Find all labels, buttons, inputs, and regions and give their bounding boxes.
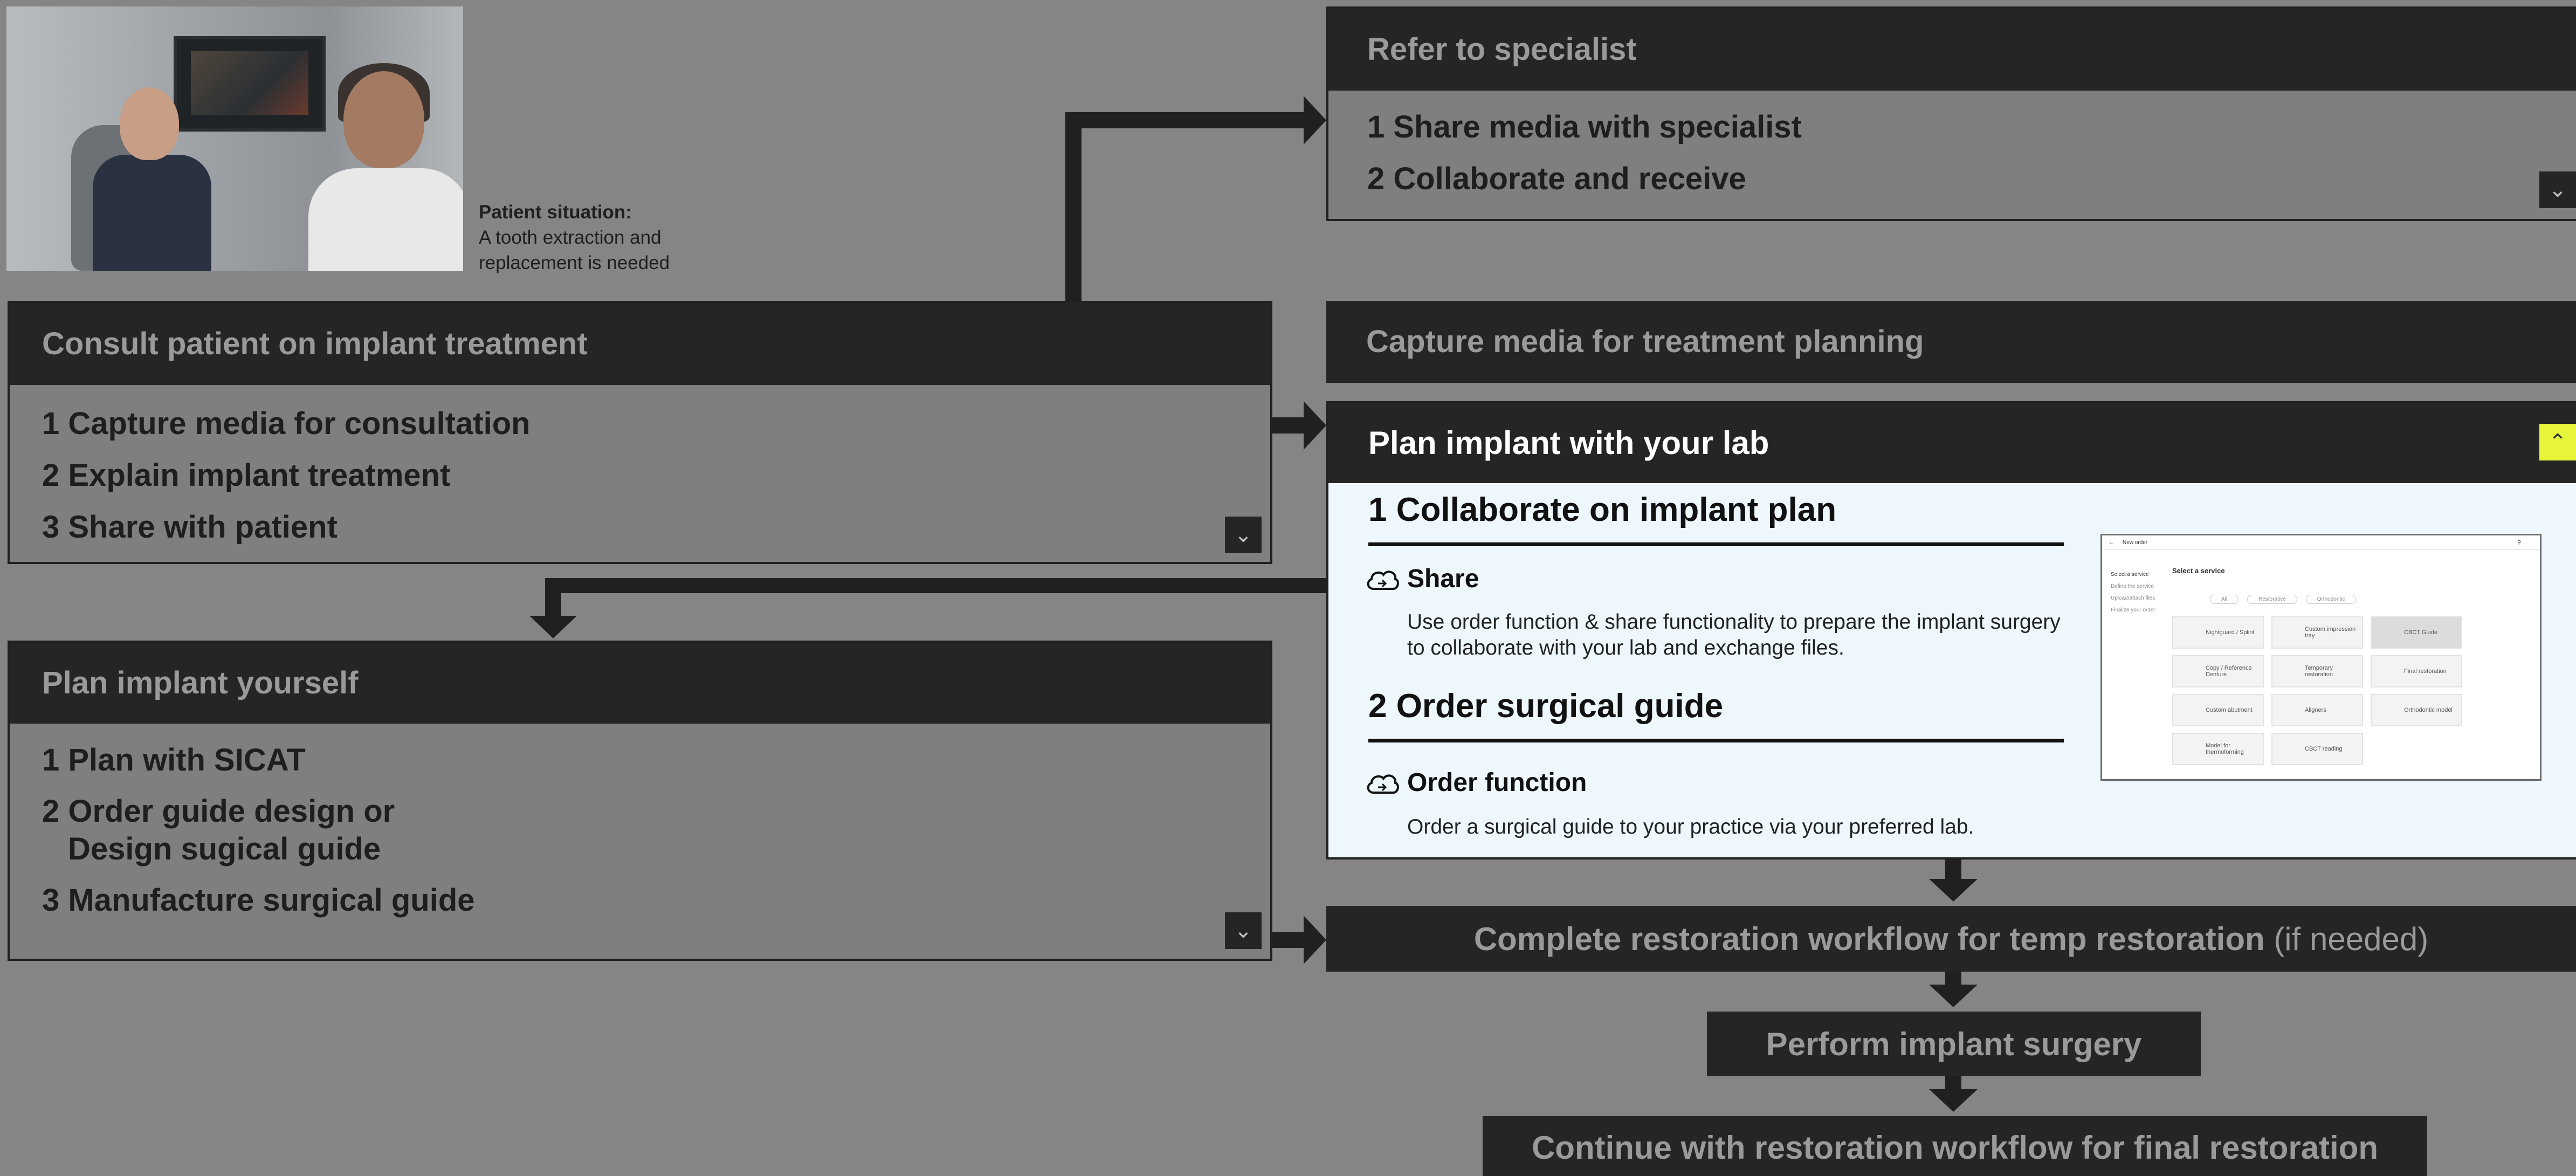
chevron-up-icon[interactable]: ⌃	[2539, 424, 2576, 460]
patient-situation-label: Patient situation:	[479, 202, 632, 223]
arrow-to-restoration-temp	[1304, 916, 1326, 964]
chevron-down-icon[interactable]: ⌄	[1225, 912, 1262, 949]
service-card[interactable]: Temporary restoration	[2271, 655, 2363, 687]
plan-lab-section-1: 1 Collaborate on implant plan	[1368, 491, 1837, 528]
service-card[interactable]: Model for thermoforming	[2172, 733, 2264, 765]
arrow-to-surgery	[1929, 985, 1978, 1007]
chevron-down-icon[interactable]: ⌄	[2539, 171, 2576, 208]
order-feature-title: Order function	[1407, 768, 1587, 797]
cloud-share-icon	[1367, 774, 1399, 794]
plan-self-step-2-cont: Design sugical guide	[68, 831, 381, 866]
dentist-figure	[308, 168, 463, 271]
implant-surgery-text: Perform implant surgery	[1766, 1026, 2142, 1062]
service-card[interactable]: Custom abutment	[2172, 694, 2264, 726]
plan-self-step-2: 2 Order guide design or	[42, 794, 395, 829]
refer-steps: 1 Share media with specialist 2 Collabor…	[1328, 91, 2576, 205]
mock-title: New order	[2123, 540, 2148, 546]
service-card[interactable]: Custom impression tray	[2271, 616, 2363, 649]
order-app-screenshot: New order ← ⚲ Select a service Select a …	[2100, 534, 2541, 781]
arrow-lab-to-restoration	[1929, 879, 1978, 902]
consult-step-3: 3 Share with patient	[42, 510, 338, 545]
plan-self-step-3: 3 Manufacture surgical guide	[42, 883, 475, 918]
share-feature-title: Share	[1407, 565, 1479, 593]
refer-box[interactable]: Refer to specialist 1 Share media with s…	[1326, 6, 2576, 221]
refer-title: Refer to specialist	[1328, 9, 2576, 91]
plan-self-steps: 1 Plan with SICAT 2 Order guide design o…	[10, 724, 1270, 926]
consult-step-1: 1 Capture media for consultation	[42, 406, 531, 441]
service-card[interactable]: Nightguard / Splint	[2172, 616, 2264, 649]
chevron-down-icon[interactable]: ⌄	[1225, 517, 1262, 553]
connector-plan-self-restoration	[1271, 932, 1305, 948]
plan-lab-body: 1 Collaborate on implant plan Share Use …	[1328, 483, 2576, 857]
share-feature-desc: Use order function & share functionality…	[1407, 610, 2061, 659]
patient-consultation-photo	[6, 6, 463, 271]
monitor-graphic	[174, 36, 326, 132]
order-feature-desc: Order a surgical guide to your practice …	[1407, 815, 1974, 838]
arrow-to-refer	[1304, 96, 1326, 145]
connector-lab-plan-self	[545, 578, 1326, 593]
restoration-temp-text: Complete restoration workflow for temp r…	[1473, 920, 2265, 957]
patient-situation-line2: replacement is needed	[479, 252, 670, 273]
back-arrow-icon: ←	[2109, 540, 2114, 546]
service-card[interactable]: Copy / Reference Denture	[2172, 655, 2264, 687]
consult-steps: 1 Capture media for consultation 2 Expla…	[10, 385, 1270, 553]
connector-consult-refer	[1065, 112, 1082, 302]
divider	[1368, 542, 2064, 546]
consult-step-2: 2 Explain implant treatment	[42, 458, 451, 493]
arrow-to-plan-lab	[1304, 401, 1326, 450]
restoration-temp-note: (if needed)	[2274, 920, 2429, 957]
connector-consult-plan-lab	[1271, 417, 1305, 434]
service-card[interactable]: Aligners	[2271, 694, 2363, 726]
mock-service-cards: Nightguard / Splint Custom impression tr…	[2172, 616, 2463, 765]
implant-surgery-step[interactable]: Perform implant surgery	[1707, 1012, 2201, 1076]
plan-lab-section-2: 2 Order surgical guide	[1368, 687, 1724, 725]
capture-media-title[interactable]: Capture media for treatment planning	[1326, 301, 2576, 383]
mock-heading: Select a service	[2172, 567, 2225, 575]
service-card[interactable]: CBCT Guide	[2371, 616, 2462, 649]
service-card[interactable]: Final restoration	[2371, 655, 2462, 687]
plan-self-title: Plan implant yourself	[10, 643, 1270, 724]
refer-step-2: 2 Collaborate and receive	[1367, 161, 1746, 196]
plan-lab-panel: Plan implant with your lab ⌃ 1 Collabora…	[1326, 401, 2576, 859]
restoration-temp-step[interactable]: Complete restoration workflow for temp r…	[1326, 906, 2576, 972]
service-card[interactable]: CBCT reading	[2271, 733, 2363, 765]
plan-lab-title[interactable]: Plan implant with your lab	[1328, 403, 2576, 483]
arrow-to-final	[1929, 1089, 1978, 1112]
plan-self-box[interactable]: Plan implant yourself 1 Plan with SICAT …	[8, 641, 1272, 961]
patient-situation-line1: A tooth extraction and	[479, 227, 662, 248]
arrow-to-plan-self	[529, 616, 577, 638]
refer-step-1: 1 Share media with specialist	[1367, 109, 1802, 145]
restoration-final-text: Continue with restoration workflow for f…	[1531, 1130, 2379, 1166]
patient-situation: Patient situation: A tooth extraction an…	[479, 200, 711, 276]
cloud-share-icon	[1367, 570, 1399, 590]
divider	[1368, 739, 2064, 742]
service-card[interactable]: Orthodontic model	[2371, 694, 2462, 726]
consult-title: Consult patient on implant treatment	[10, 303, 1270, 385]
consult-box[interactable]: Consult patient on implant treatment 1 C…	[8, 301, 1272, 564]
restoration-final-step[interactable]: Continue with restoration workflow for f…	[1483, 1116, 2427, 1176]
plan-self-step-1: 1 Plan with SICAT	[42, 742, 306, 778]
patient-figure	[93, 155, 211, 271]
mock-filters: All Restorative Orthodontic	[2210, 595, 2357, 604]
mock-steps: Select a service Define the service Uplo…	[2111, 572, 2155, 613]
search-icon: ⚲	[2517, 540, 2522, 546]
